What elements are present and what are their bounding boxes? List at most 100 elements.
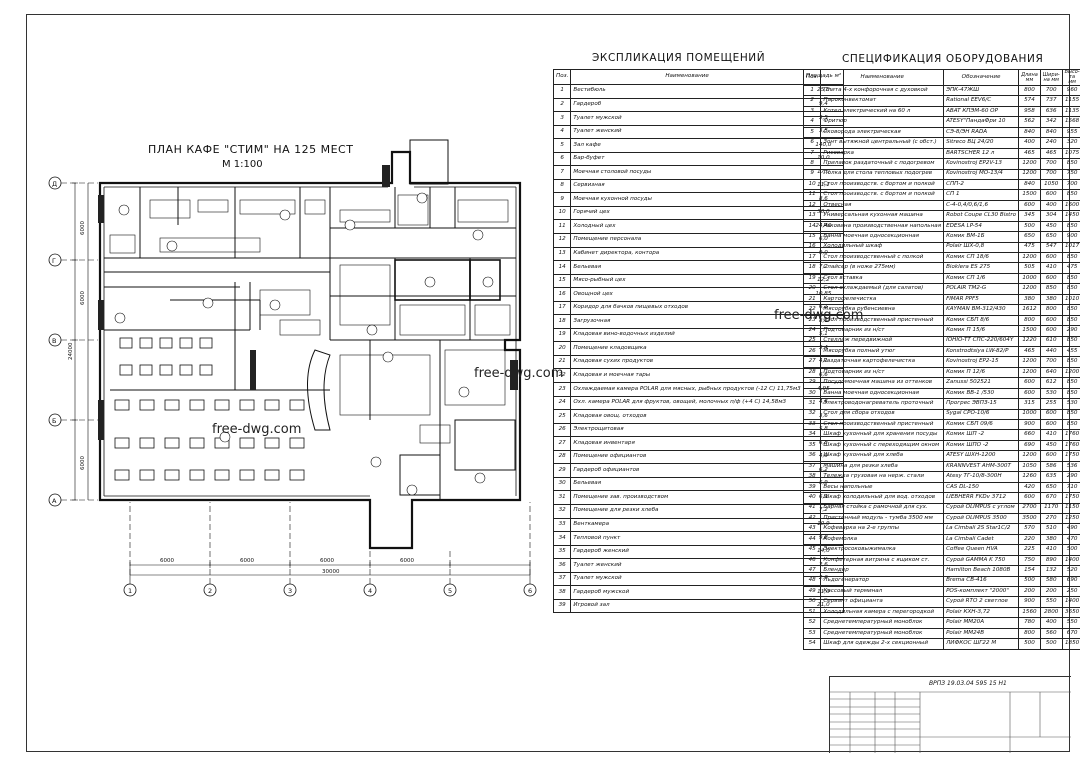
equipment-name: Универсальная кухонная машина: [820, 210, 945, 222]
length-value: 1560: [1018, 606, 1041, 619]
row-number: 25: [552, 409, 572, 424]
room-name: Гардероб женский: [570, 544, 804, 560]
length-value: 600: [1018, 199, 1041, 212]
row-number: 11: [802, 189, 822, 201]
row-number: 9: [802, 168, 822, 180]
row-number: 51: [802, 606, 822, 619]
row-number: 8: [552, 178, 572, 194]
equipment-name: Пароконвектомат: [820, 95, 945, 107]
width-value: 270: [1039, 512, 1063, 525]
dim-side-3: 6000: [80, 456, 86, 470]
row-number: 19: [552, 327, 572, 343]
room-name: Помещение зав. производством: [570, 490, 804, 505]
equipment-name: Фритюр: [820, 116, 945, 128]
row-number: 32: [802, 408, 822, 421]
row-number: 2: [552, 97, 572, 113]
height-value: 960: [1061, 84, 1080, 97]
length-value: 400: [1018, 137, 1041, 149]
equipment-model: ЛИФКОС ШГ22 М: [943, 638, 1020, 650]
height-value: 690: [1061, 575, 1080, 588]
equipment-name: Раздаточная картофелечистка: [820, 356, 945, 368]
row-number: 26: [802, 345, 822, 358]
height-value: 550: [1061, 617, 1080, 629]
room-name: Помещение для резки хлеба: [570, 503, 804, 519]
table-header-row: Поз. Наименование Обозначение Длина мм Ш…: [802, 69, 1080, 86]
row-number: 46: [802, 554, 822, 567]
row-number: 47: [802, 565, 822, 577]
equipment-model: Polair КХН-3,72: [943, 606, 1020, 619]
row-number: 48: [802, 575, 822, 588]
room-name: Моечная столовой посуды: [570, 165, 804, 180]
length-value: 225: [1018, 544, 1041, 556]
row-number: 18: [552, 314, 572, 329]
row-number: 38: [552, 585, 572, 600]
row-number: 16: [802, 241, 822, 254]
length-value: 500: [1018, 638, 1041, 650]
room-name: Охлаждаемая камера POLAR для мясных, рыб…: [570, 382, 804, 397]
axis-label-a: А: [52, 497, 57, 505]
room-name: Туалет женский: [570, 558, 804, 573]
height-value: 536: [1061, 460, 1080, 473]
equipment-model: Комик ШПО -2: [943, 439, 1020, 452]
length-value: 750: [1018, 554, 1041, 567]
equipment-name: Мясорубка полный утюг: [820, 345, 945, 358]
equipment-model: Sitreco ВЦ 24/20: [943, 137, 1020, 149]
equipment-model: Комик ВМ-1Б: [943, 231, 1020, 243]
equipment-model: С-4-0,4/0,6/1,6: [943, 199, 1020, 212]
length-value: 780: [1018, 617, 1041, 629]
dim-side-1: 6000: [80, 221, 86, 235]
equipment-model: Hamilton Beach 1080B: [943, 565, 1020, 577]
equipment-model: KRANNVEST AHM-300T: [943, 460, 1020, 473]
height-value: 900: [1061, 231, 1080, 243]
length-value: 220: [1018, 533, 1041, 546]
width-value: 380: [1039, 293, 1063, 306]
room-name: Гардероб мужской: [570, 585, 804, 600]
width-value: 410: [1039, 429, 1063, 441]
length-value: 900: [1018, 418, 1041, 431]
width-value: 400: [1039, 617, 1063, 629]
room-name: Загрузочная: [570, 314, 804, 329]
title-block-grid: [830, 691, 1071, 753]
watermark: free-dwg.com: [474, 366, 564, 381]
row-number: 20: [802, 283, 822, 295]
height-value: 850: [1061, 335, 1080, 347]
width-value: 700: [1039, 356, 1063, 368]
equipment-name: Стол производственный пристенный: [820, 314, 945, 327]
equipment-model: FIMAR PPF5: [943, 293, 1020, 306]
equipment-name: Прилавок раздаточный с подогревом: [820, 158, 945, 170]
height-value: 700: [1061, 178, 1080, 191]
axis-label-4: 4: [368, 587, 372, 595]
room-name: Игровой зал: [570, 598, 804, 614]
room-name: Кабинет директора, контора: [570, 246, 804, 262]
row-number: 23: [802, 314, 822, 327]
length-value: 1200: [1018, 158, 1041, 170]
row-number: 23: [552, 382, 572, 397]
row-number: 32: [552, 503, 572, 519]
length-value: 1200: [1018, 251, 1041, 264]
dim-side-total: 24000: [68, 342, 74, 360]
row-number: 28: [552, 449, 572, 465]
equipment-model: Комик ШП -2: [943, 429, 1020, 441]
equipment-name: Рисоварка: [820, 147, 945, 160]
height-value: 850: [1061, 272, 1080, 285]
width-value: 550: [1039, 596, 1063, 608]
width-value: 700: [1039, 84, 1063, 97]
